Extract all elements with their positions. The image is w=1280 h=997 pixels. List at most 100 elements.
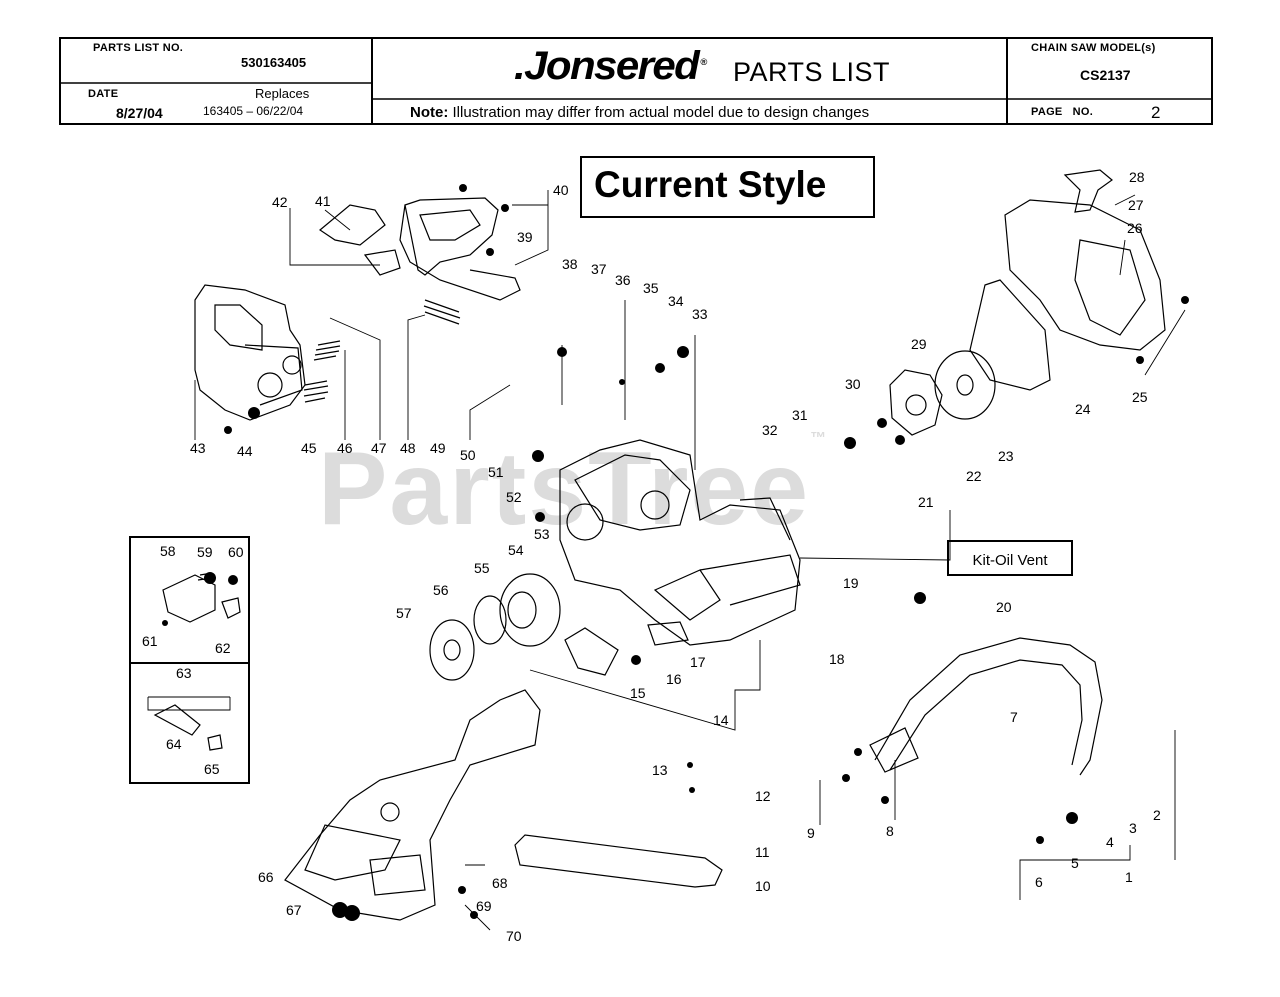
style-title-box: Current Style: [580, 156, 875, 218]
parts-list-no-label: PARTS LIST NO.: [93, 42, 184, 54]
fuel-line-inset: [129, 662, 250, 784]
guide-bar-part: [514, 834, 723, 888]
callout-label: 3: [1129, 820, 1137, 836]
callout-label: 13: [652, 762, 668, 778]
callout-label: 2: [1153, 807, 1161, 823]
callout-label: 49: [430, 440, 446, 456]
callout-label: 50: [460, 447, 476, 463]
callout-label: 32: [762, 422, 778, 438]
callout-label: 44: [237, 443, 253, 459]
callout-label: 58: [160, 543, 176, 559]
callout-label: 60: [228, 544, 244, 560]
page-number: 2: [1151, 103, 1161, 122]
callout-label: 7: [1010, 709, 1018, 725]
style-title: Current Style: [594, 164, 827, 205]
callout-label: 17: [690, 654, 706, 670]
callout-label: 56: [433, 582, 449, 598]
callout-label: 29: [911, 336, 927, 352]
callout-label: 68: [492, 875, 508, 891]
callout-label: 36: [615, 272, 631, 288]
callout-label: 39: [517, 229, 533, 245]
callout-label: 40: [553, 182, 569, 198]
callout-label: 54: [508, 542, 524, 558]
starter-housing-part: [969, 169, 1166, 391]
callout-label: 35: [643, 280, 659, 296]
callout-label: 51: [488, 464, 504, 480]
leader-lines: [147, 190, 1186, 931]
date-label: DATE: [88, 88, 119, 100]
callout-label: 5: [1071, 855, 1079, 871]
callout-label: 10: [755, 878, 771, 894]
handle-guard-part: [318, 197, 521, 301]
parts-list-title: PARTS LIST: [733, 57, 891, 87]
rear-handle-part: [194, 284, 306, 421]
callout-label: 11: [755, 844, 770, 860]
side-cover-part: [284, 689, 541, 921]
callout-label: 46: [337, 440, 353, 456]
callout-label: 18: [829, 651, 845, 667]
replaces-label: Replaces: [255, 86, 310, 101]
chain-brake-part: [564, 621, 689, 676]
callout-label: 8: [886, 823, 894, 839]
callout-label: 22: [966, 468, 982, 484]
callout-label: 25: [1132, 389, 1148, 405]
part-drawings: [153, 169, 1166, 921]
design-change-note: Note: Illustration may differ from actua…: [410, 104, 870, 121]
callout-label: 1: [1125, 869, 1133, 885]
clutch-part: [429, 573, 561, 681]
callout-label: 4: [1106, 834, 1114, 850]
callout-label: 16: [666, 671, 682, 687]
date-value: 8/27/04: [116, 105, 163, 121]
callout-label: 47: [371, 440, 387, 456]
callout-label: 38: [562, 256, 578, 272]
crankcase-part: [559, 439, 801, 646]
kit-oil-vent-label: Kit-Oil Vent: [972, 552, 1048, 569]
callout-label: 61: [142, 633, 158, 649]
kit-oil-vent-box: Kit-Oil Vent: [947, 540, 1073, 576]
callout-label: 19: [843, 575, 859, 591]
callout-label: 64: [166, 736, 182, 752]
front-handle-part: [869, 637, 1103, 776]
callout-label: 6: [1035, 874, 1043, 890]
callout-label: 14: [713, 712, 729, 728]
fasteners: [162, 184, 1189, 921]
callout-label: 23: [998, 448, 1014, 464]
header-grid-lines: [59, 37, 1213, 125]
callout-label: 24: [1075, 401, 1091, 417]
replaces-value: 163405 – 06/22/04: [203, 104, 304, 118]
callout-label: 30: [845, 376, 861, 392]
callout-label: 34: [668, 293, 684, 309]
callout-label: 41: [315, 193, 331, 209]
callout-label: 62: [215, 640, 231, 656]
callout-label: 20: [996, 599, 1012, 615]
callout-label: 57: [396, 605, 412, 621]
callout-labels: 1 2 3 4 5 6 7 8 9 10 11 12 13 14 15 16 1…: [142, 169, 1161, 944]
callout-label: 69: [476, 898, 492, 914]
callout-label: 45: [301, 440, 317, 456]
callout-label: 37: [591, 261, 607, 277]
callout-label: 65: [204, 761, 220, 777]
callout-label: 55: [474, 560, 490, 576]
callout-label: 31: [792, 407, 808, 423]
model-value: CS2137: [1080, 67, 1131, 83]
callout-label: 15: [630, 685, 646, 701]
model-label: CHAIN SAW MODEL(s): [1031, 42, 1156, 54]
callout-label: 66: [258, 869, 274, 885]
parts-list-number: 530163405: [241, 55, 307, 70]
springs-part: [303, 299, 461, 403]
callout-label: 21: [918, 494, 934, 510]
callout-label: 26: [1127, 220, 1143, 236]
callout-label: 48: [400, 440, 416, 456]
jonsered-logo: .Jonsered®: [514, 44, 707, 88]
callout-label: 27: [1128, 197, 1144, 213]
callout-label: 70: [506, 928, 522, 944]
callout-label: 43: [190, 440, 206, 456]
flywheel-part: [889, 350, 996, 436]
callout-label: 9: [807, 825, 815, 841]
callout-label: 33: [692, 306, 708, 322]
watermark: PartsTree™: [318, 430, 829, 547]
callout-label: 12: [755, 788, 771, 804]
callout-label: 63: [176, 665, 192, 681]
parts-list-header: [59, 37, 1213, 125]
